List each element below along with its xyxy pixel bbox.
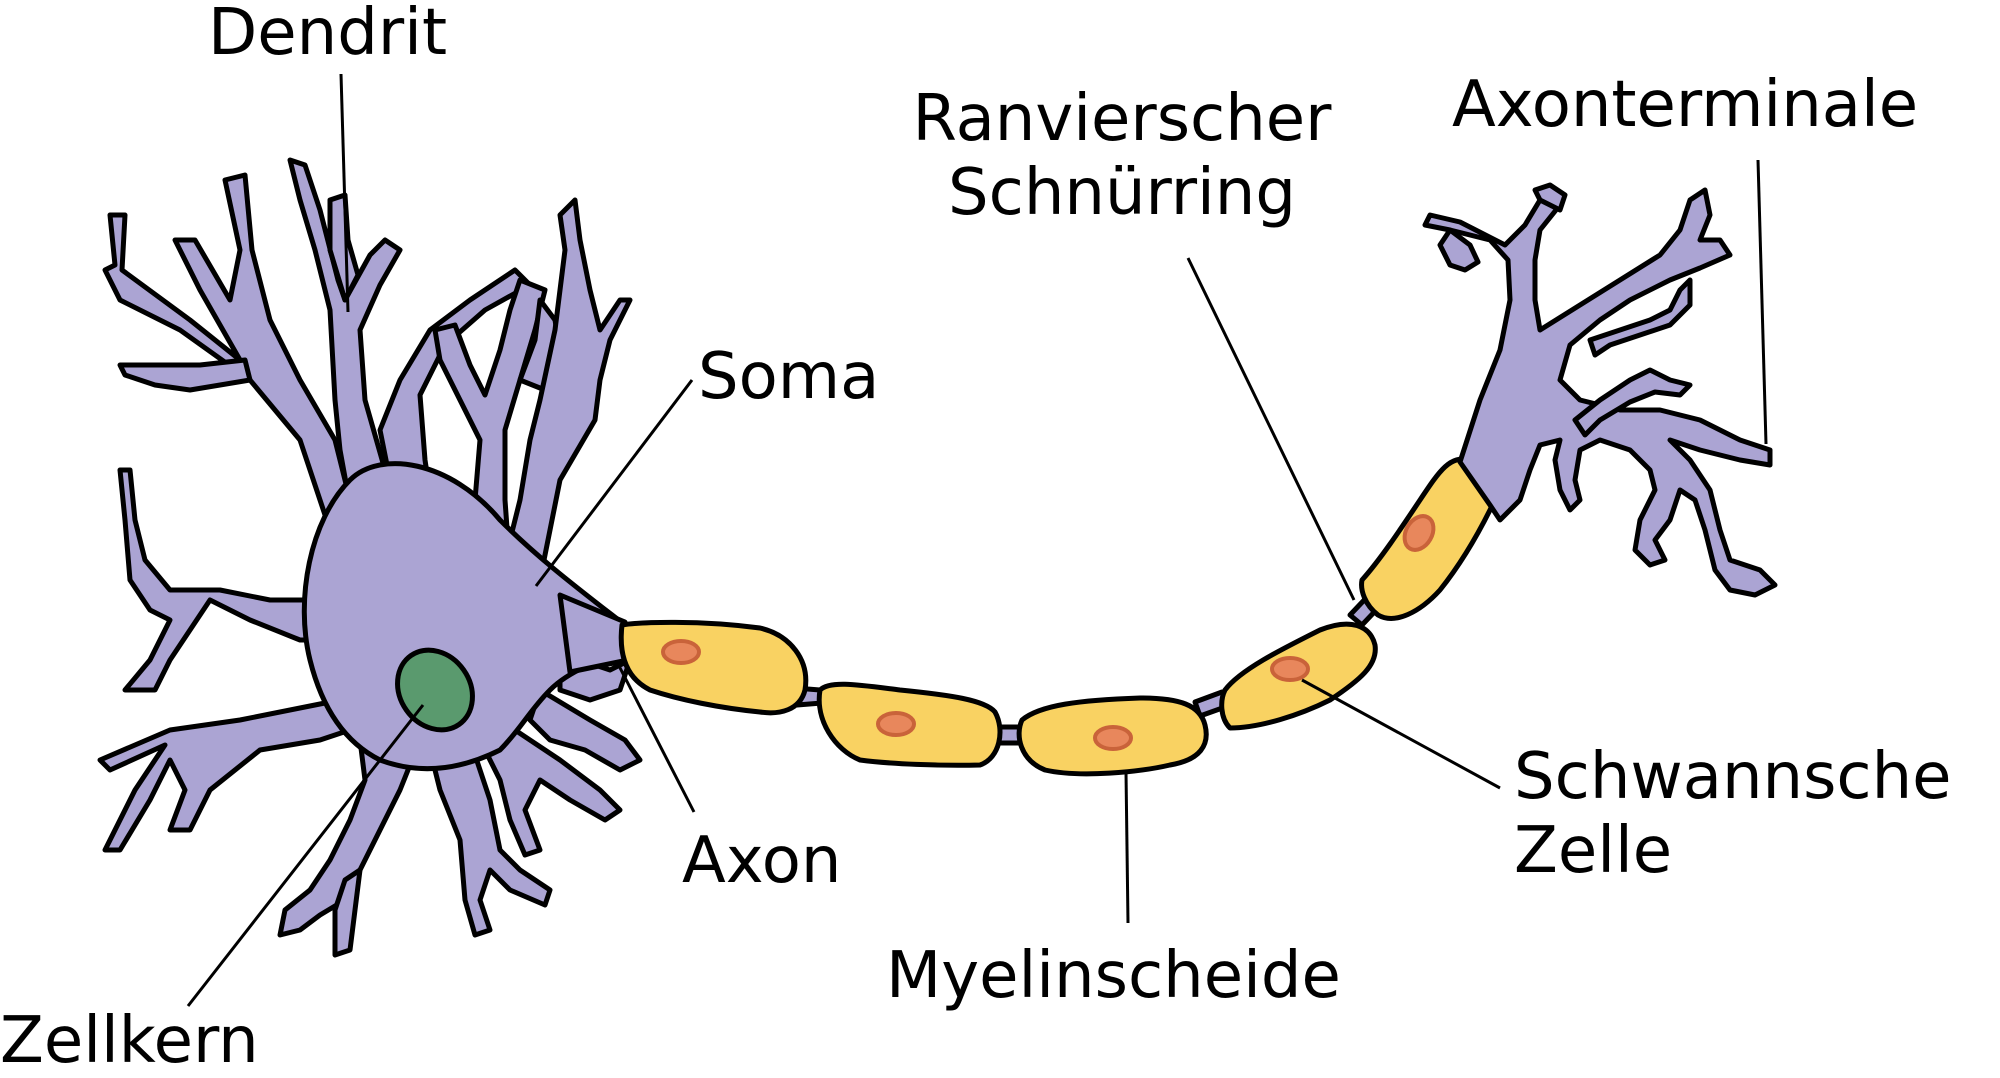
leader-line-myelin [1124, 771, 1130, 924]
soma-body [301, 461, 633, 772]
label-zellkern: Zellkern [0, 1004, 259, 1078]
schwann-cell-1 [618, 619, 809, 716]
label-myelinscheide: Myelinscheide [886, 939, 1341, 1013]
axon-terminal-top-bulb [1532, 182, 1568, 213]
axon-terminal [1422, 182, 1778, 598]
label-soma: Soma [698, 340, 880, 414]
schwann-nucleus-4 [1270, 656, 1310, 682]
dendrite-lower-center-branch [332, 867, 363, 958]
leader-line-schwann [1301, 678, 1501, 790]
dendrite-bottom [427, 737, 553, 938]
label-axon: Axon [682, 824, 842, 898]
schwann-nuclei [661, 514, 1436, 751]
label-dendrit: Dendrit [208, 0, 448, 70]
leader-line-axonterminale [1756, 159, 1768, 445]
dendrite-right-upper [497, 197, 633, 583]
dendrite-top-right [432, 277, 548, 573]
dendrite-lower-center [277, 737, 423, 938]
axon-hillock [557, 592, 631, 675]
cell-nucleus [395, 647, 475, 733]
leader-line-dendrit [339, 73, 350, 313]
axon-terminal-left-bulb [1437, 227, 1481, 273]
dendrite-upper-left-branch [117, 357, 253, 393]
leader-line-zellkern [186, 704, 425, 1007]
label-axonterminale: Axonterminale [1452, 68, 1919, 142]
neuron-soma [97, 157, 643, 958]
schwann-nucleus-5 [1402, 514, 1436, 552]
schwann-nucleus-3 [1093, 725, 1133, 751]
leader-line-ranvier [1186, 257, 1356, 601]
dendrite-upper-left [102, 172, 353, 563]
schwann-nucleus-1 [661, 639, 701, 665]
dendrite-lower-left [97, 697, 383, 853]
schwann-nucleus-2 [876, 711, 916, 737]
label-schwannsche-zelle: Schwannsche Zelle [1514, 740, 1952, 888]
leader-line-soma [534, 379, 694, 587]
leader-line-axon [615, 661, 696, 813]
axon-terminal-mid-branch [1572, 367, 1693, 438]
dendrite-lower-right [527, 687, 643, 773]
leader-lines [186, 73, 1768, 1007]
label-ranvierscher-schnuerring: Ranvierscher Schnürring [912, 82, 1332, 230]
axon-terminal-upper-branch [1587, 277, 1693, 358]
dendrite-bottom-right [477, 717, 623, 858]
